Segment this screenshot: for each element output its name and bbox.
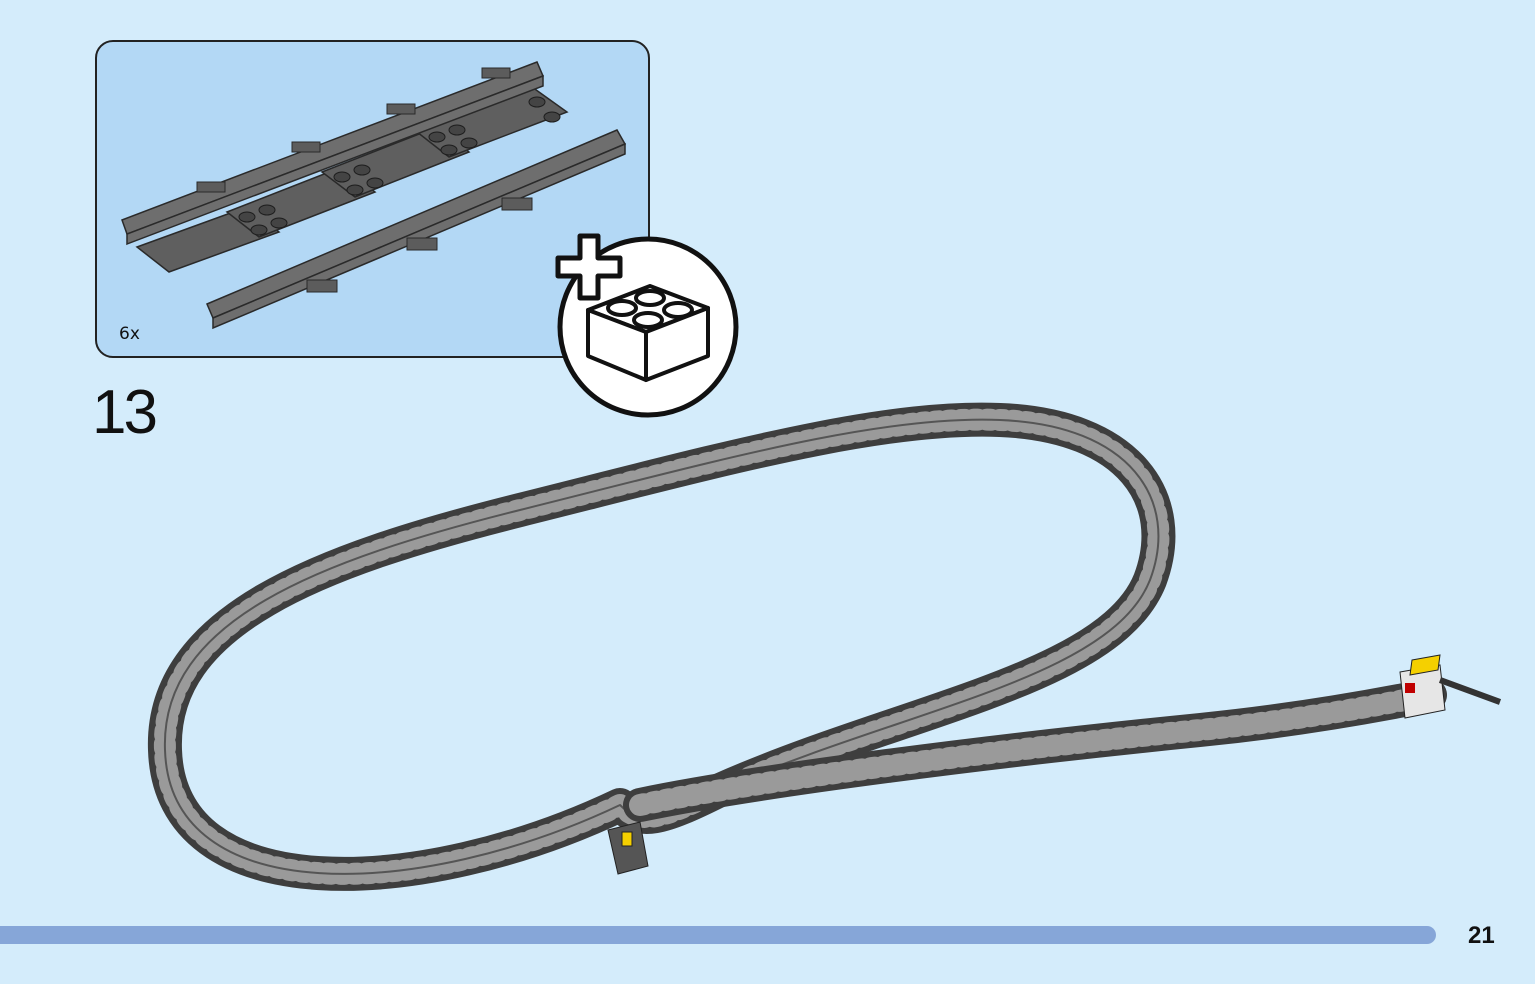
quantity-label: 6x (119, 324, 140, 344)
straight-track-piece-icon (121, 61, 627, 330)
page-progress-bar (0, 926, 1436, 944)
add-bricks-badge (550, 228, 745, 427)
track-layout-illustration (147, 402, 1502, 891)
switch-lever-icon (607, 821, 649, 875)
parts-callout: 6x (95, 40, 650, 358)
add-brick-icon (555, 233, 739, 418)
buffer-stop-icon (1399, 654, 1502, 719)
step-number: 13 (92, 378, 158, 447)
page-number: 21 (1468, 922, 1495, 949)
